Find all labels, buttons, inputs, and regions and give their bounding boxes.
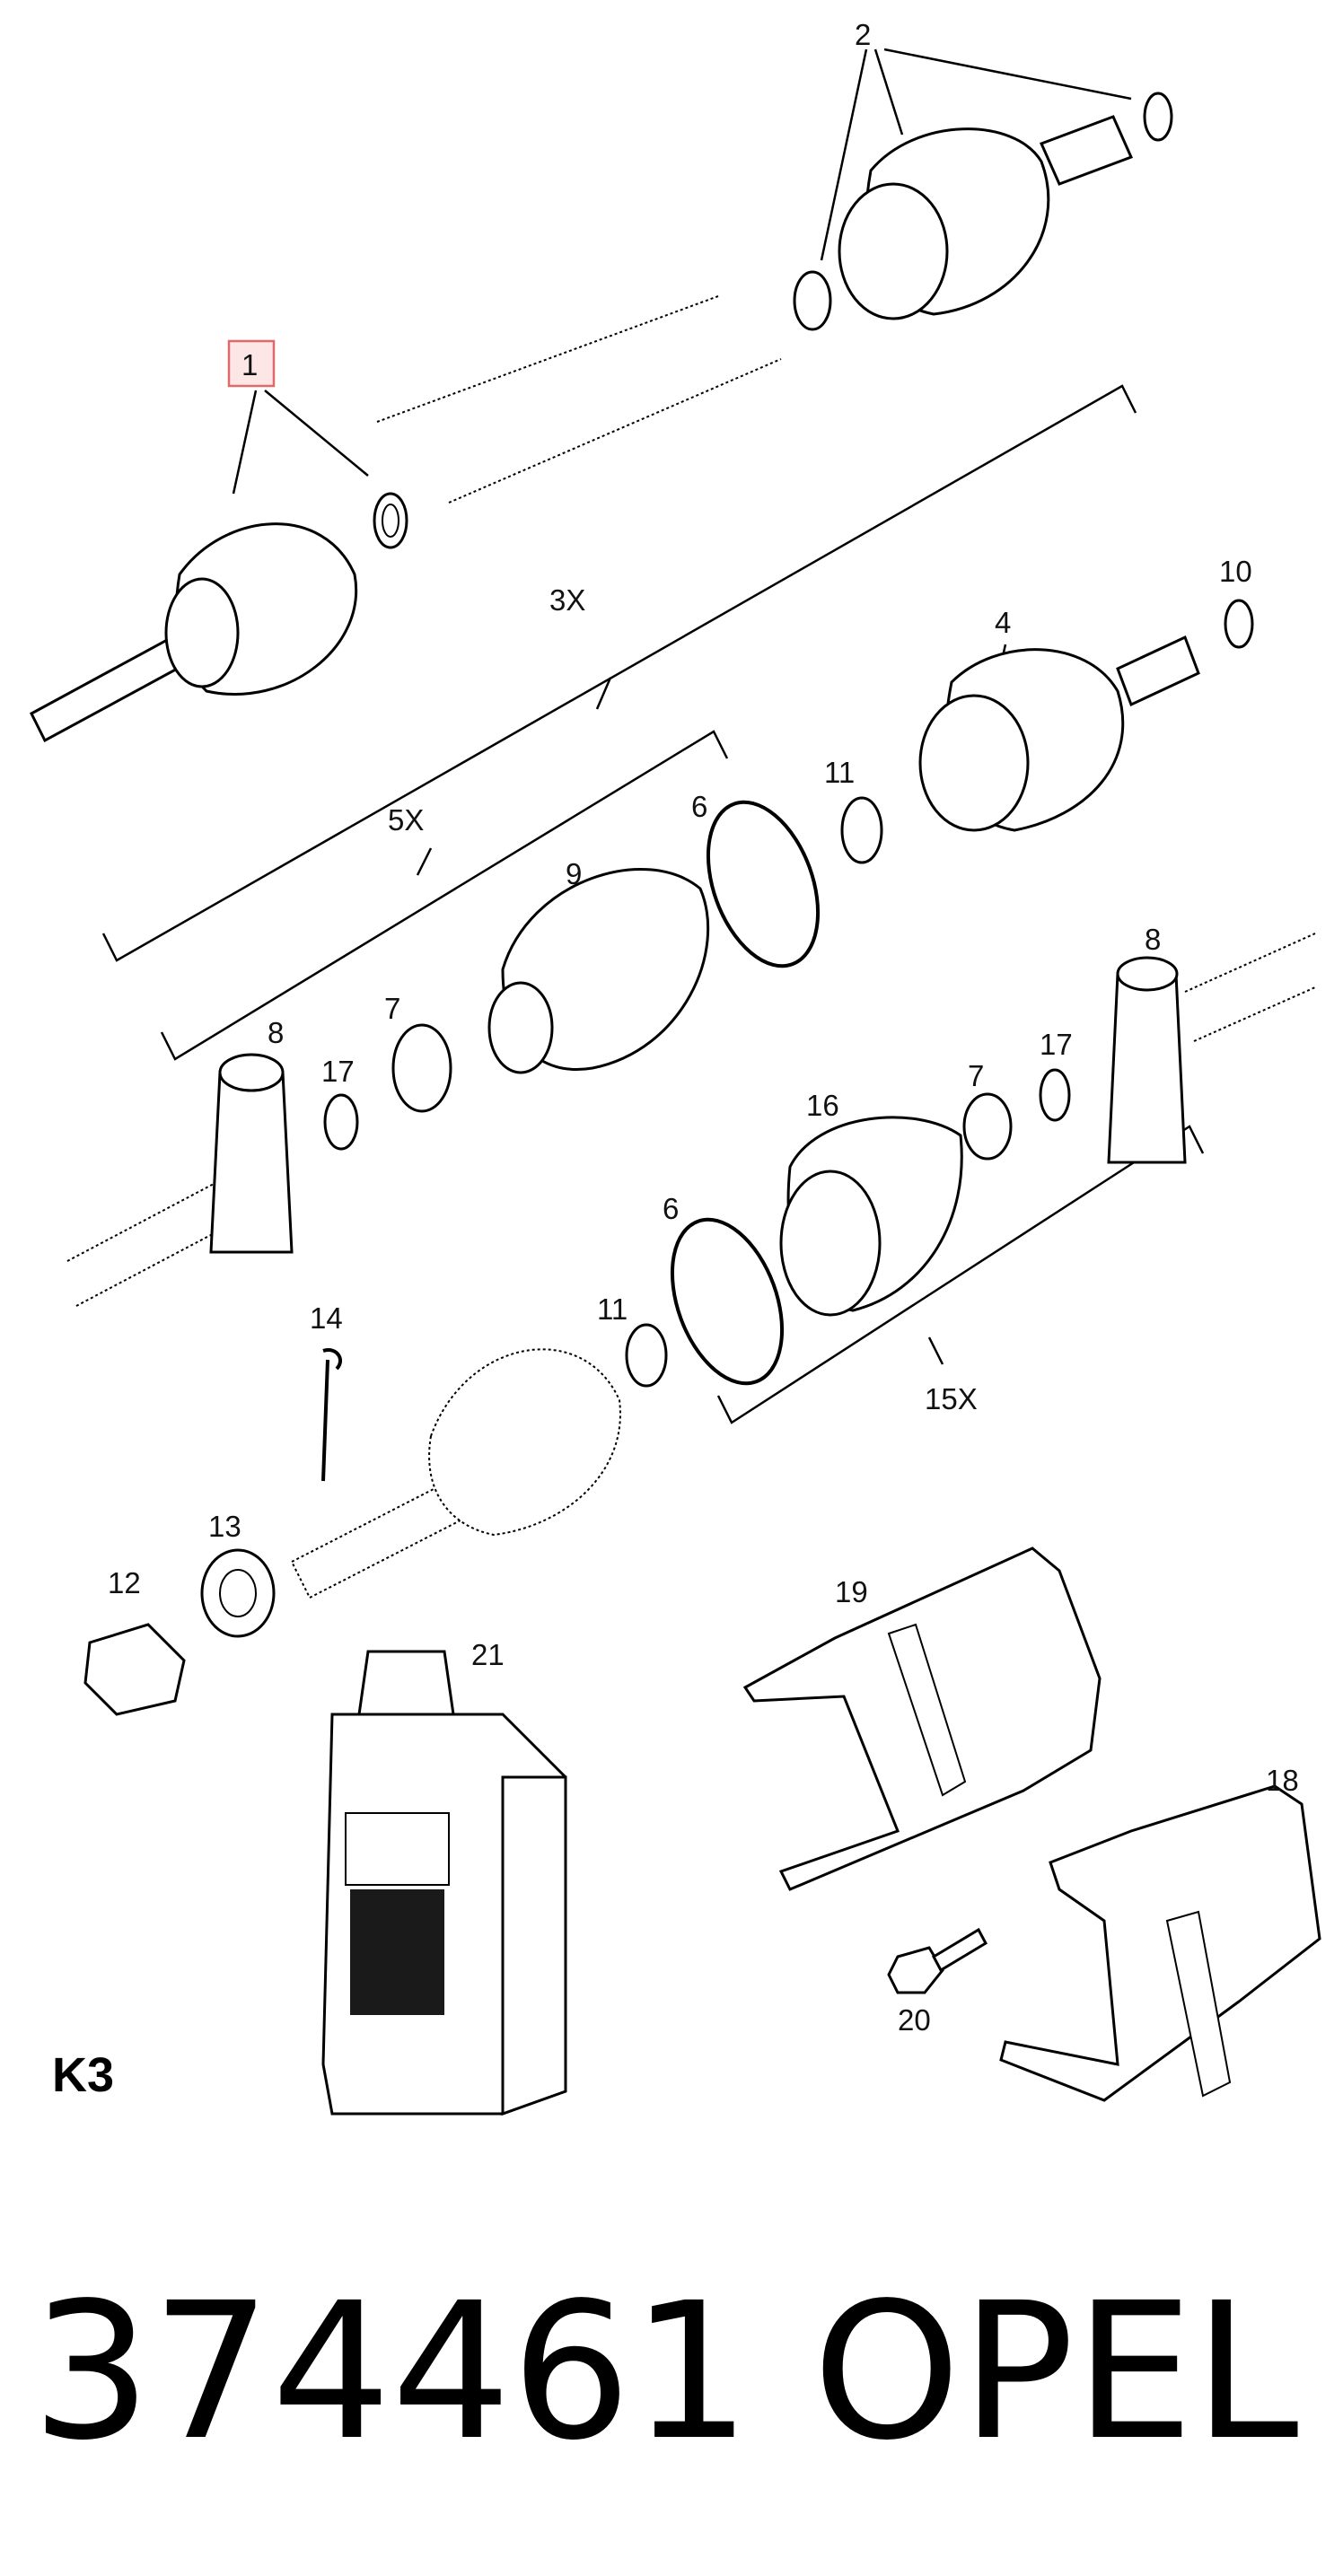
callout-16: 16 <box>806 1089 839 1122</box>
brand-name: OPEL <box>812 2262 1299 2482</box>
part-2-inner-cv-joint <box>793 92 1173 331</box>
part-14-cotter-pin <box>321 1348 342 1482</box>
clamps-and-rings <box>323 796 1071 1388</box>
part-6-clamp-upper <box>706 800 821 968</box>
callout-labels: 1 2 3X 4 5X 6 6 7 7 8 8 9 10 11 11 12 13… <box>108 18 1299 2037</box>
callout-6-upper: 6 <box>691 790 707 823</box>
callout-15x: 15X <box>925 1382 978 1415</box>
callout-8-right: 8 <box>1145 923 1161 956</box>
callout-3x: 3X <box>549 583 585 617</box>
callout-12: 12 <box>108 1566 141 1599</box>
part-number: 374461 <box>31 2262 751 2482</box>
part-18-heat-shield <box>999 1784 1321 2102</box>
callout-18: 18 <box>1266 1764 1299 1797</box>
part-7-clamp-left <box>391 1023 452 1113</box>
part-21-oil-bottle <box>321 1650 567 2116</box>
callout-11-upper: 11 <box>824 756 855 789</box>
part-20-bolt <box>887 1927 988 1994</box>
callout-1-highlight <box>227 339 276 388</box>
callout-13: 13 <box>208 1510 241 1543</box>
part-9-boot <box>487 868 709 1074</box>
lower-shaft-assembly <box>83 1348 621 1716</box>
part-8-grease-tubes <box>209 956 1187 1254</box>
callout-9: 9 <box>566 857 582 890</box>
part-12-castle-nut <box>83 1623 186 1716</box>
part-6-clamp-lower <box>670 1217 785 1386</box>
callout-6-lower: 6 <box>663 1192 679 1225</box>
callout-19: 19 <box>835 1575 868 1608</box>
part-1-outer-cv-joint <box>30 492 408 743</box>
part-19-heat-shield <box>742 1546 1102 1891</box>
callout-7-left: 7 <box>384 992 400 1025</box>
callout-1: 1 <box>241 348 258 381</box>
part-13-washer <box>200 1548 276 1638</box>
part-11-ring-upper <box>840 796 883 864</box>
callout-17-right: 17 <box>1040 1028 1073 1061</box>
callout-14: 14 <box>310 1301 343 1335</box>
part-7-clamp-right <box>962 1092 1013 1161</box>
diagram-code: K3 <box>52 2048 114 2102</box>
callout-2: 2 <box>855 18 871 51</box>
callout-20: 20 <box>898 2003 931 2037</box>
callout-8-left: 8 <box>268 1016 284 1049</box>
callout-21: 21 <box>471 1638 505 1671</box>
callout-17-left: 17 <box>321 1055 355 1088</box>
part-17-ring-right <box>1039 1068 1071 1122</box>
callout-4: 4 <box>995 606 1011 639</box>
callout-7-right: 7 <box>968 1059 984 1092</box>
part-4-cv-joint <box>918 599 1254 832</box>
part-17-ring-left <box>323 1093 359 1151</box>
leader-lines <box>232 48 1132 665</box>
part-16-boot <box>779 1116 963 1317</box>
part-11-ring-lower <box>625 1323 668 1388</box>
callout-11-lower: 11 <box>597 1292 628 1326</box>
brackets <box>101 384 1205 1424</box>
callout-5x: 5X <box>388 803 424 837</box>
callout-10: 10 <box>1219 555 1252 588</box>
